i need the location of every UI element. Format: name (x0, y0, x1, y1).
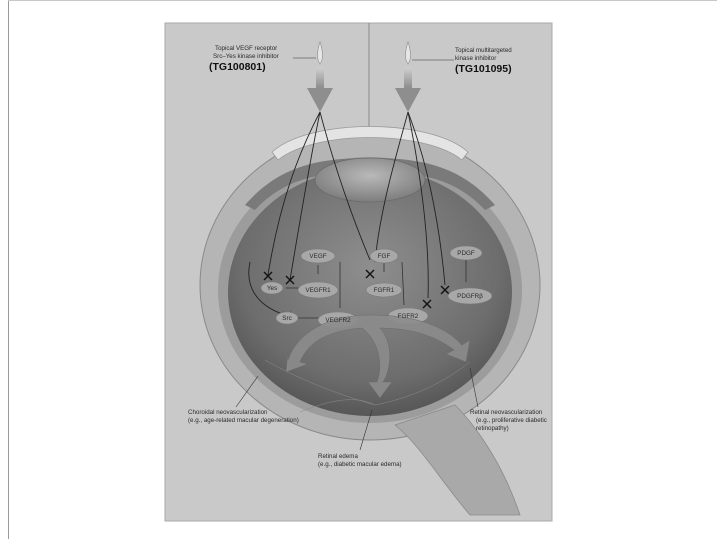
right-drug-line1: Topical multitargeted (455, 47, 512, 54)
left-drug-line2: Src–Yes kinase inhibitor (213, 53, 279, 60)
label-fgfr1: FGFR1 (374, 287, 395, 294)
retinal-neo-line2: (e.g., proliferative diabetic (476, 417, 547, 424)
choroidal-line2: (e.g., age-related macular degeneration) (188, 417, 299, 424)
label-pdgf: PDGF (457, 250, 475, 257)
retinal-neo-line3: retinopathy) (476, 425, 509, 432)
edema-line2: (e.g., diabetic macular edema) (318, 461, 402, 468)
label-vegfr1: VEGFR1 (305, 287, 331, 294)
left-drug-line1: Topical VEGF receptor (215, 45, 277, 52)
label-pdgfrb: PDGFRβ (457, 293, 483, 300)
edema-line1: Retinal edema (318, 453, 358, 460)
retinal-neo-line1: Retinal neovascularization (470, 409, 543, 416)
right-drug-line2: kinase inhibitor (455, 55, 496, 62)
left-drug-code: (TG100801) (209, 61, 266, 73)
label-src: Src (282, 315, 291, 322)
label-vegfr2: VEGFR2 (325, 317, 351, 324)
label-yes: Yes (267, 285, 277, 292)
label-fgf: FGF (378, 253, 391, 260)
right-drug-code: (TG101095) (455, 63, 512, 75)
choroidal-line1: Choroidal neovascularization (188, 409, 268, 416)
label-fgfr2: FGFR2 (398, 313, 419, 320)
lens (315, 158, 425, 202)
label-vegf: VEGF (309, 253, 326, 260)
